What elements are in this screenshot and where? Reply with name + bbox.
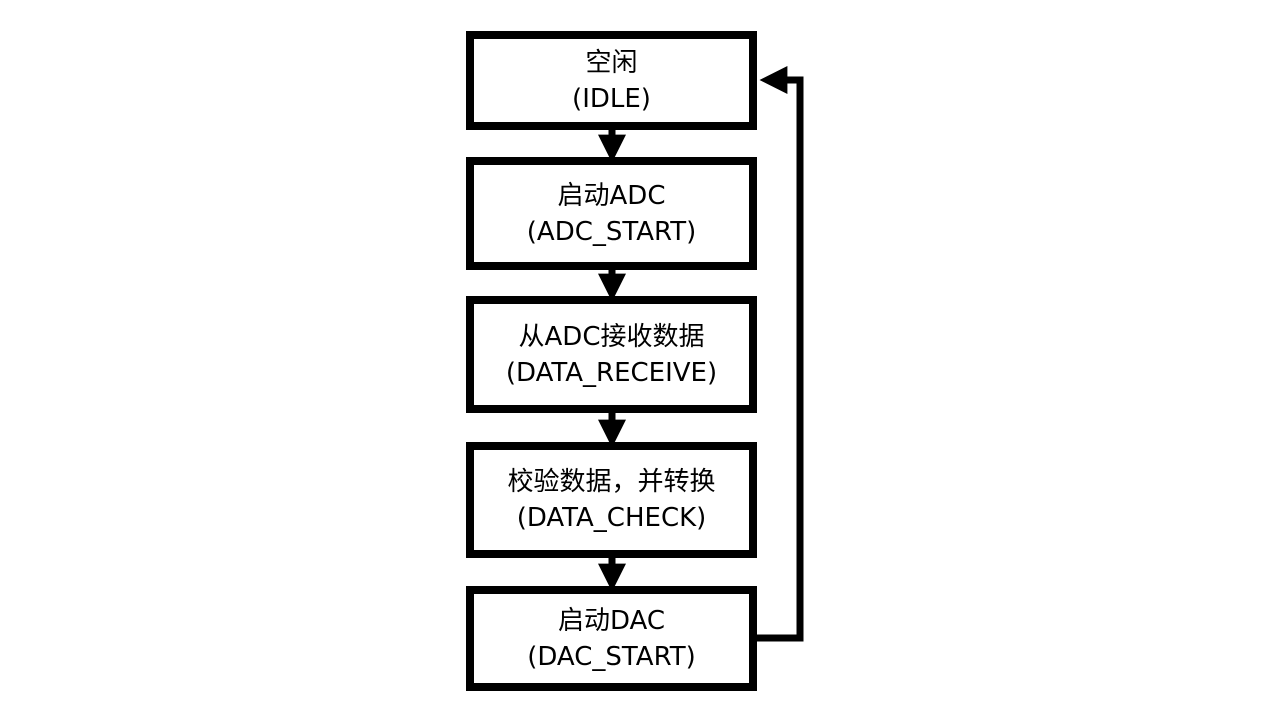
state-idle: 空闲 (IDLE) xyxy=(466,31,757,130)
arrow-dac-start-to-idle xyxy=(757,66,804,642)
state-label: 启动DAC xyxy=(557,605,666,636)
state-code: (DAC_START) xyxy=(527,641,696,672)
state-code: (IDLE) xyxy=(572,83,651,114)
state-label: 启动ADC xyxy=(557,180,666,211)
state-label: 空闲 xyxy=(585,47,638,78)
state-adc-start: 启动ADC (ADC_START) xyxy=(466,157,757,270)
state-data-check: 校验数据，并转换 (DATA_CHECK) xyxy=(466,442,757,558)
state-data-receive: 从ADC接收数据 (DATA_RECEIVE) xyxy=(466,296,757,413)
state-code: (ADC_START) xyxy=(526,216,697,247)
state-code: (DATA_CHECK) xyxy=(516,503,707,533)
state-dac-start: 启动DAC (DAC_START) xyxy=(466,586,757,691)
state-label: 从ADC接收数据 xyxy=(518,321,705,352)
state-label: 校验数据，并转换 xyxy=(507,467,716,497)
state-code: (DATA_RECEIVE) xyxy=(505,357,718,388)
